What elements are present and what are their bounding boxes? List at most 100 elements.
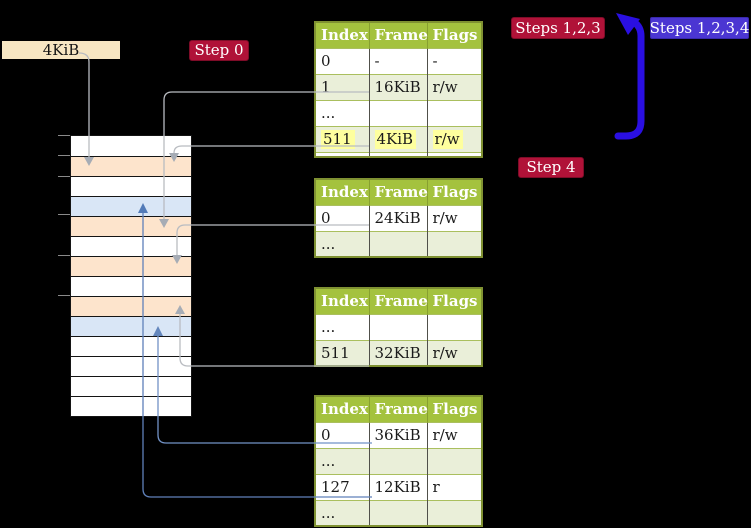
memory-tick <box>58 214 70 215</box>
memory-frame-row-white <box>71 136 191 156</box>
memory-frame-row-white <box>71 176 191 196</box>
cell-flags: r/w <box>426 125 482 152</box>
highlight: r/w <box>432 130 463 149</box>
cell-flags <box>426 99 482 126</box>
memory-frame-row-orange <box>71 296 191 316</box>
table-row: ... <box>315 230 482 257</box>
highlight: 511 <box>321 130 355 149</box>
memory-frame-row-white <box>71 396 191 416</box>
memory-frame-row-white <box>71 236 191 256</box>
header-flags: Flags <box>426 396 482 422</box>
cell-flags: r/w <box>426 73 482 100</box>
table-row: ... <box>315 99 482 126</box>
memory-frame-row-white <box>71 356 191 376</box>
cell-index: 0 <box>315 421 369 448</box>
cell-index: 0 <box>315 47 369 74</box>
cell-flags <box>426 313 482 340</box>
table-row: ... <box>315 447 482 474</box>
cell-flags <box>426 230 482 257</box>
cell-index: ... <box>315 447 369 474</box>
highlight: 4KiB <box>374 130 417 149</box>
memory-frame-row-orange <box>71 256 191 276</box>
cell-index: 511 <box>315 339 369 366</box>
cell-flags <box>426 447 482 474</box>
memory-frame-row-orange <box>71 216 191 236</box>
header-frame: Frame <box>368 396 428 422</box>
cell-frame: 36KiB <box>368 421 427 448</box>
memory-frame-row-blue <box>71 316 191 336</box>
header-flags: Flags <box>426 288 482 314</box>
cell-frame <box>368 499 427 526</box>
table-row: ... <box>315 499 482 526</box>
cell-frame: 12KiB <box>368 473 427 500</box>
cell-frame: 32KiB <box>368 339 427 366</box>
page-table-4: Index Frame Flags 0 36KiB r/w ... 127 12… <box>314 395 483 527</box>
memory-frame-row-white <box>71 336 191 356</box>
steps1234-badge: Steps 1,2,3,4 <box>650 17 749 39</box>
table-row: 1 16KiB r/w <box>315 73 482 100</box>
cell-flags: r/w <box>426 339 482 366</box>
header-index: Index <box>315 288 369 314</box>
header-flags: Flags <box>426 179 482 205</box>
header-index: Index <box>315 179 369 205</box>
table-header-row: Index Frame Flags <box>315 288 482 314</box>
cell-frame: 4KiB <box>368 125 427 152</box>
page-table-3: Index Frame Flags ... 511 32KiB r/w <box>314 287 483 367</box>
cell-index: 127 <box>315 473 369 500</box>
table-row: 511 32KiB r/w <box>315 339 482 366</box>
cell-flags <box>426 499 482 526</box>
cell-index: ... <box>315 99 369 126</box>
header-index: Index <box>315 22 369 48</box>
table-header-row: Index Frame Flags <box>315 396 482 422</box>
cell-frame: 16KiB <box>368 73 427 100</box>
memory-tick <box>58 295 70 296</box>
table-row-highlighted: 511 4KiB r/w <box>315 125 482 152</box>
frame-size-label: 4KiB <box>2 41 120 59</box>
header-frame: Frame <box>368 288 428 314</box>
cell-flags: r/w <box>426 204 482 231</box>
cell-index: 0 <box>315 204 369 231</box>
table-row: 0 24KiB r/w <box>315 204 482 231</box>
memory-frame-row-orange <box>71 156 191 176</box>
cell-frame <box>368 99 427 126</box>
header-flags: Flags <box>426 22 482 48</box>
cell-frame: 24KiB <box>368 204 427 231</box>
memory-frame-row-white <box>71 276 191 296</box>
cell-flags: r/w <box>426 421 482 448</box>
cell-index: 1 <box>315 73 369 100</box>
header-frame: Frame <box>368 179 428 205</box>
table-header-row: Index Frame Flags <box>315 179 482 205</box>
memory-frame-row-white <box>71 376 191 396</box>
memory-tick <box>58 255 70 256</box>
memory-frame-row-blue <box>71 196 191 216</box>
memory-tick <box>58 155 70 156</box>
table-row: 0 36KiB r/w <box>315 421 482 448</box>
memory-tick <box>58 176 70 177</box>
loop-arrow <box>614 18 645 140</box>
table-row: ... <box>315 313 482 340</box>
cell-flags: - <box>426 47 482 74</box>
page-table-2: Index Frame Flags 0 24KiB r/w ... <box>314 178 483 258</box>
header-index: Index <box>315 396 369 422</box>
table-header-row: Index Frame Flags <box>315 22 482 48</box>
cell-frame <box>368 230 427 257</box>
table-row: 127 12KiB r <box>315 473 482 500</box>
cell-frame <box>368 313 427 340</box>
step0-badge: Step 0 <box>189 40 249 61</box>
page-table-1: Index Frame Flags 0 - - 1 16KiB r/w ... … <box>314 21 483 158</box>
step4-badge: Step 4 <box>518 157 584 178</box>
cell-flags: r <box>426 473 482 500</box>
table-row: 0 - - <box>315 47 482 74</box>
steps123-badge: Steps 1,2,3 <box>511 17 605 39</box>
physical-memory-strip <box>70 135 192 417</box>
clipped-row <box>315 151 482 157</box>
memory-tick <box>58 135 70 136</box>
cell-index: ... <box>315 230 369 257</box>
cell-index: 511 <box>315 125 369 152</box>
cell-index: ... <box>315 313 369 340</box>
header-frame: Frame <box>368 22 428 48</box>
cell-frame <box>368 447 427 474</box>
cell-index: ... <box>315 499 369 526</box>
loop-arrowhead <box>616 13 640 35</box>
